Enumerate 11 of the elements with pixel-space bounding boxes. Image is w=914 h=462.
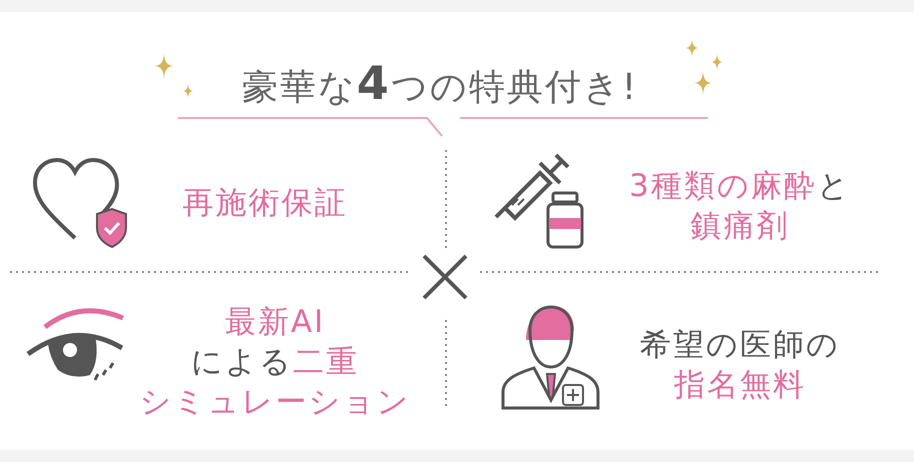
- feature-text: による: [191, 344, 293, 380]
- feature-text: 再施術保証: [182, 185, 348, 221]
- heading: 豪華な4つの特典付き!: [240, 56, 640, 112]
- feature-text: 3種類の麻酔: [629, 168, 817, 204]
- feature-text: 指名無料: [674, 367, 806, 403]
- feature-text: と: [816, 168, 851, 204]
- feature-text: シミュレーション: [140, 384, 410, 420]
- feature-text: 最新AI: [224, 304, 326, 340]
- feature-text: 鎮痛剤: [690, 208, 790, 244]
- feature-text: 二重: [293, 344, 359, 380]
- feature-text: 希望の医師の: [640, 327, 840, 363]
